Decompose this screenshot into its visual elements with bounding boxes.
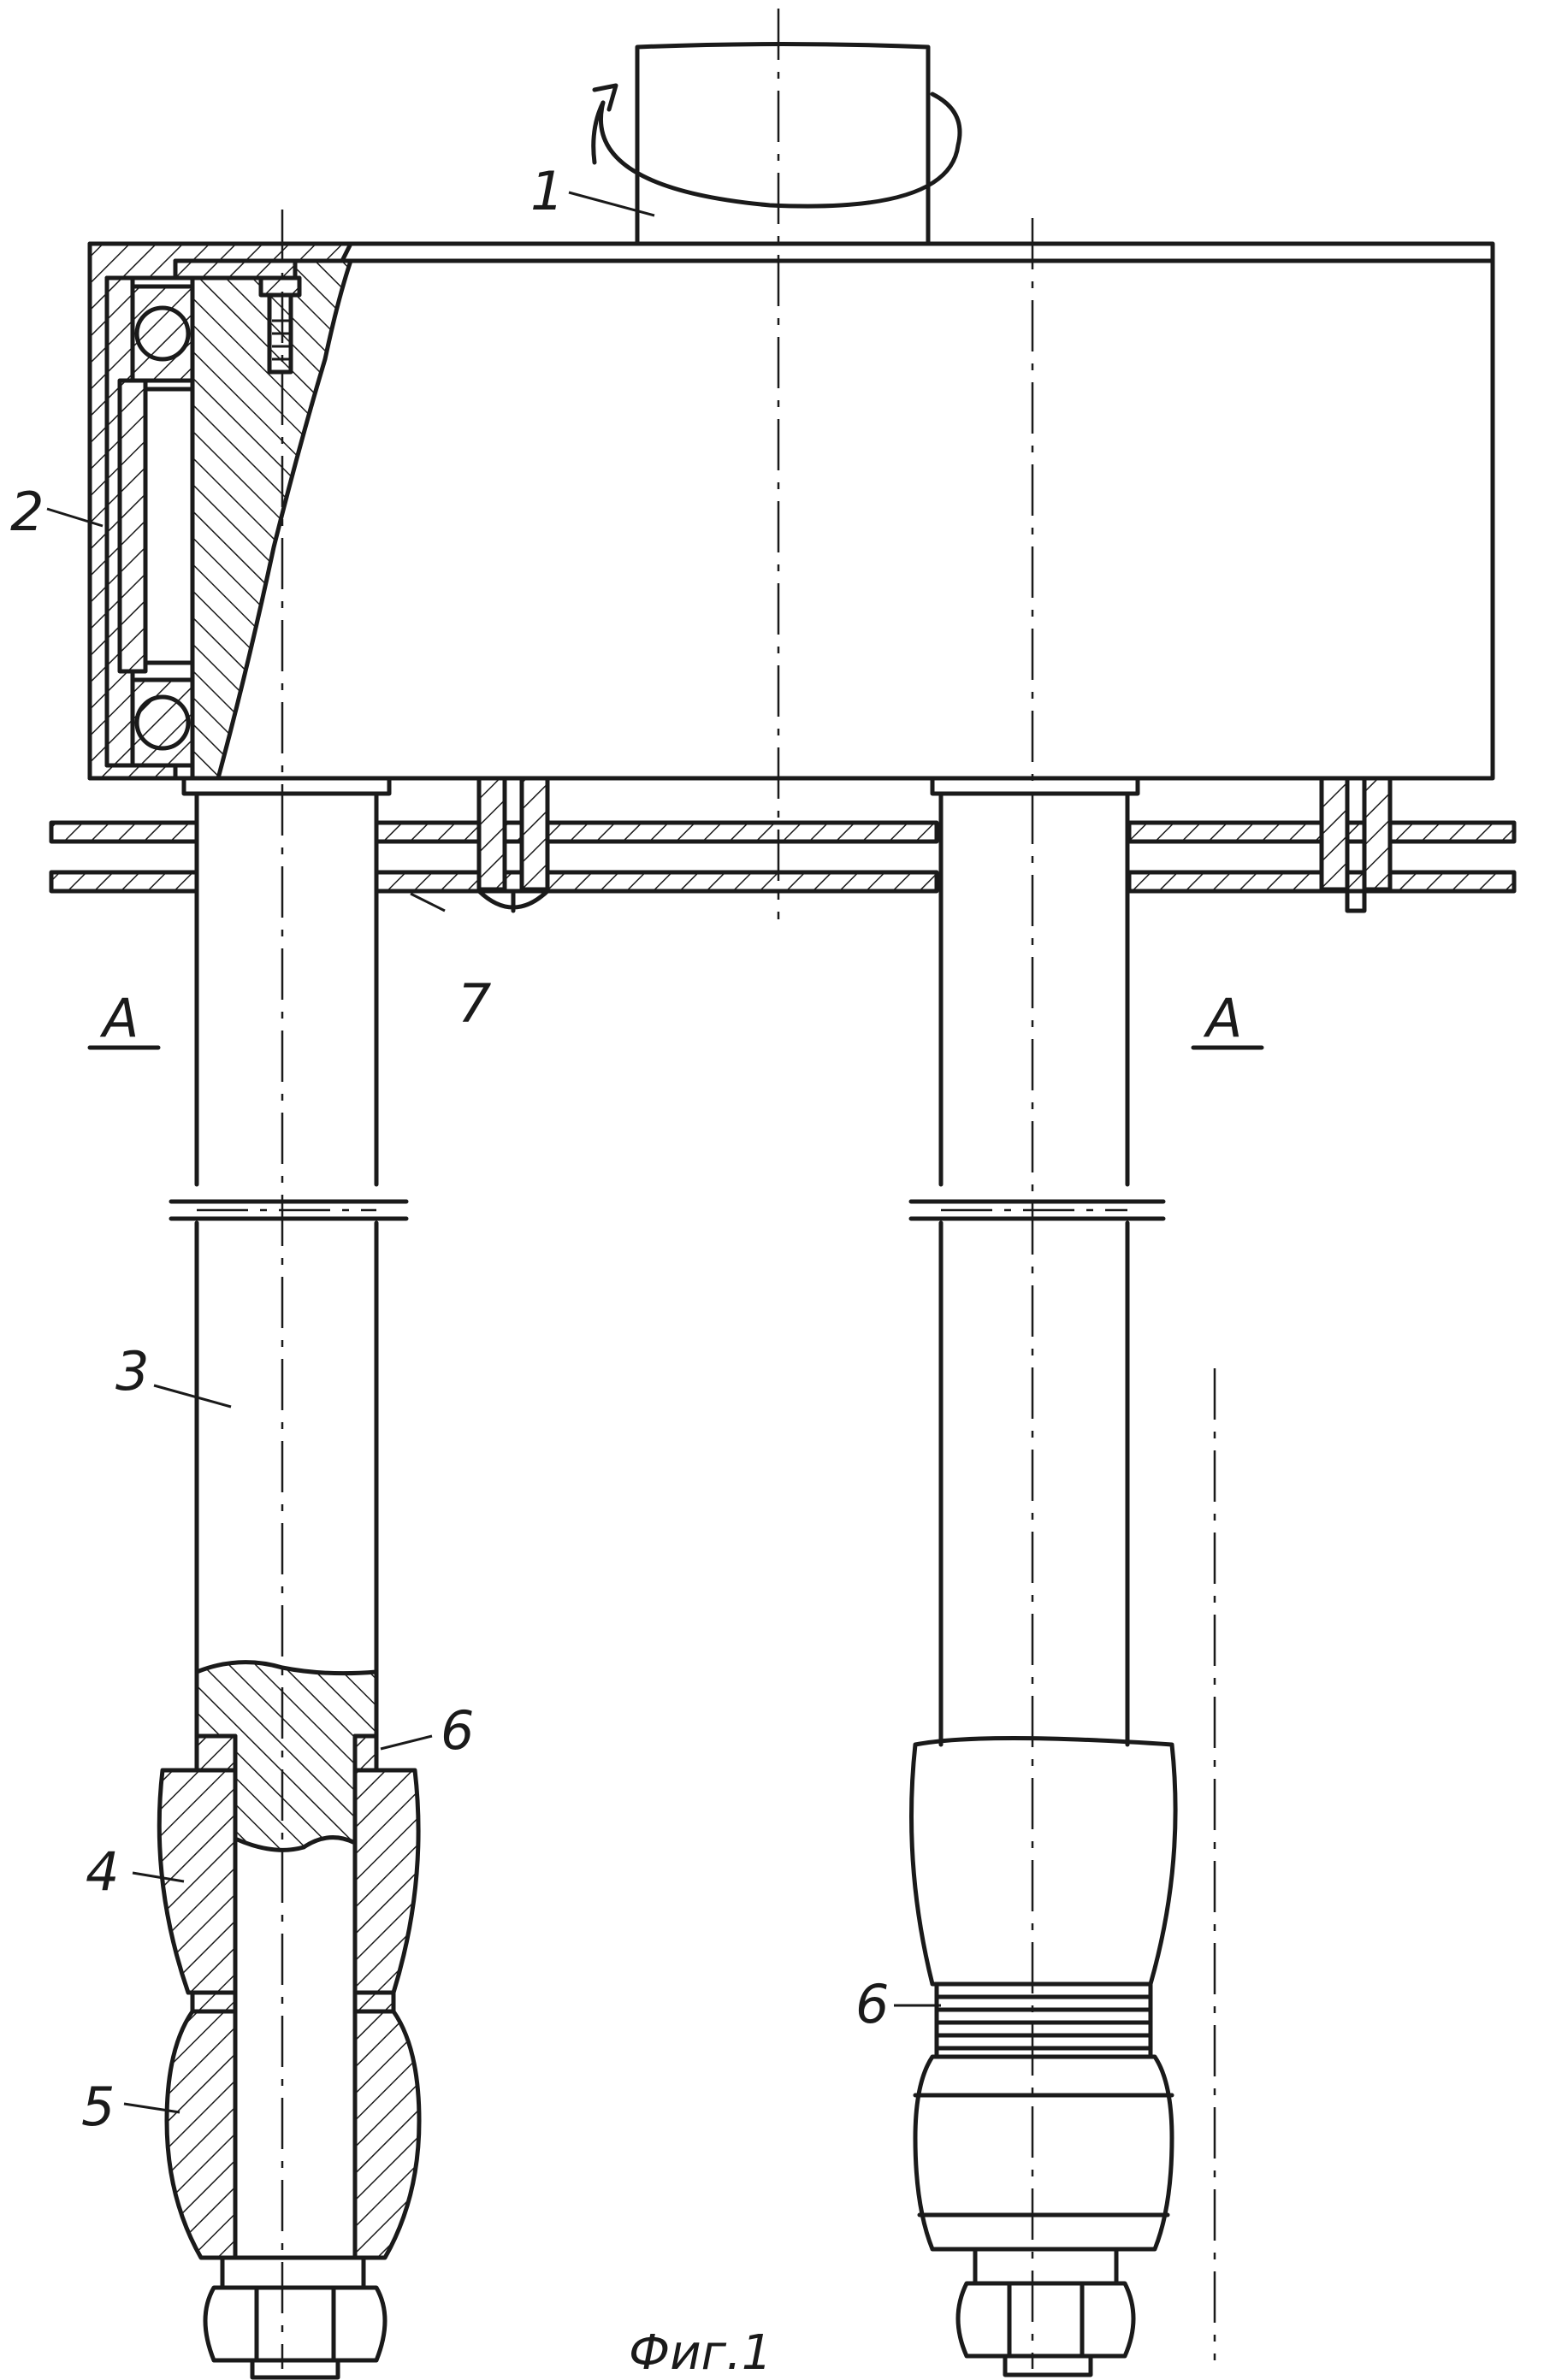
label-part-6-right: 6	[855, 1973, 889, 2035]
hex-nut-left-icon	[205, 2288, 385, 2377]
bearing-bottom	[133, 680, 192, 765]
center-lines	[197, 9, 1215, 2369]
label-part-3: 3	[115, 1340, 149, 1403]
label-part-4: 4	[86, 1840, 119, 1903]
label-section-a-right: A	[1203, 987, 1242, 1049]
right-spindle	[911, 794, 1175, 2375]
plates	[51, 778, 1514, 911]
bearing-top	[133, 286, 192, 381]
figure-caption: Фиг.1	[629, 2325, 772, 2380]
washer-stack-right	[937, 1984, 1151, 2057]
rotation-arrow-icon	[595, 86, 616, 109]
left-spindle	[159, 794, 419, 2377]
label-part-1: 1	[530, 160, 564, 222]
label-part-6-left: 6	[441, 1699, 474, 1762]
housing	[90, 244, 1493, 778]
label-part-5: 5	[81, 2076, 115, 2138]
label-part-2: 2	[10, 481, 44, 543]
hex-nut-right-icon	[958, 2283, 1133, 2375]
label-part-7: 7	[458, 972, 491, 1035]
label-section-a-left: A	[99, 987, 139, 1049]
